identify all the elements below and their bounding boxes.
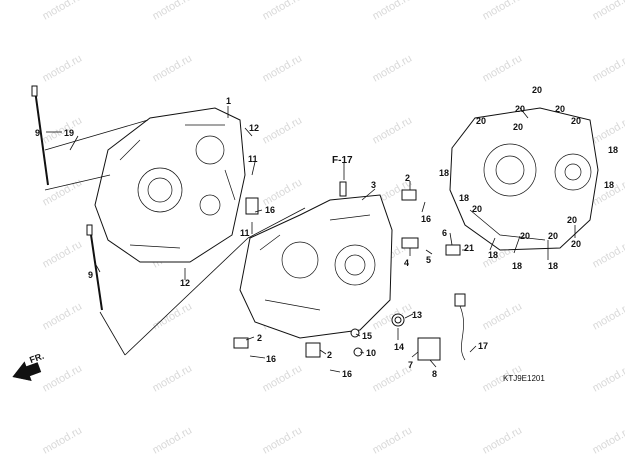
callout-20-b1: 20 (520, 231, 530, 241)
callout-18-b2: 18 (512, 261, 522, 271)
right-crankcase (240, 195, 392, 338)
watermark-text: motod.ru (41, 362, 85, 394)
callout-9-upper: 9 (35, 128, 40, 138)
callout-14: 14 (394, 342, 404, 352)
callout-20-c: 20 (476, 116, 486, 126)
callout-4: 4 (404, 258, 409, 268)
callout-20-b2: 20 (548, 231, 558, 241)
watermark-text: motod.ru (41, 52, 85, 84)
watermark-text: motod.ru (151, 300, 195, 332)
callout-12-lower: 12 (180, 278, 190, 288)
watermark-text: motod.ru (371, 0, 415, 23)
watermark-text: motod.ru (151, 52, 195, 84)
watermark-text: motod.ru (591, 362, 625, 394)
watermark-text: motod.ru (151, 424, 195, 456)
watermark-text: motod.ru (41, 300, 85, 332)
watermark-text: motod.ru (591, 300, 625, 332)
callout-6: 6 (442, 228, 447, 238)
callout-20-top: 20 (532, 85, 542, 95)
callout-18-b1: 18 (488, 250, 498, 260)
callout-10: 10 (366, 348, 376, 358)
watermark-text: motod.ru (261, 362, 305, 394)
callout-20-d: 20 (513, 122, 523, 132)
watermark-text: motod.ru (41, 238, 85, 270)
callout-1: 1 (226, 96, 231, 106)
callout-2-left: 2 (257, 333, 262, 343)
watermark-text: motod.ru (261, 52, 305, 84)
watermark-text: motod.ru (481, 424, 525, 456)
stud-bolt-lower (87, 225, 102, 310)
callout-20-b: 20 (555, 104, 565, 114)
callout-20-b3: 20 (571, 239, 581, 249)
watermark-text: motod.ru (591, 52, 625, 84)
watermark-text: motod.ru (261, 424, 305, 456)
watermark-text: motod.ru (371, 52, 415, 84)
callout-2-top: 2 (405, 173, 410, 183)
watermark-text: motod.ru (151, 0, 195, 23)
callout-7: 7 (408, 360, 413, 370)
callout-18-b3: 18 (548, 261, 558, 271)
callout-11-upper: 11 (248, 154, 258, 164)
callout-17: 17 (478, 341, 488, 351)
watermark-text: motod.ru (371, 114, 415, 146)
watermark-text: motod.ru (591, 0, 625, 23)
watermark-text: motod.ru (261, 176, 305, 208)
reference-label: F-17 (332, 155, 353, 166)
callout-16-left: 16 (265, 205, 275, 215)
callout-16-bottom: 16 (342, 369, 352, 379)
callout-19: 19 (64, 128, 74, 138)
watermark-text: motod.ru (151, 362, 195, 394)
callout-11-lower: 11 (240, 228, 250, 238)
watermark-text: motod.ru (371, 424, 415, 456)
callout-18-r2: 18 (604, 180, 614, 190)
watermark-text: motod.ru (591, 114, 625, 146)
watermark-text: motod.ru (261, 114, 305, 146)
watermark-text: motod.ru (481, 0, 525, 23)
callout-15: 15 (362, 331, 372, 341)
callout-16-bottom-left: 16 (266, 354, 276, 364)
callout-20-l: 20 (472, 204, 482, 214)
callout-8: 8 (432, 369, 437, 379)
callout-5: 5 (426, 255, 431, 265)
watermark-text: motod.ru (41, 114, 85, 146)
callout-18-l2: 18 (459, 193, 469, 203)
front-direction-label: FR. (28, 351, 45, 365)
callout-3: 3 (371, 180, 376, 190)
watermark-text: motod.ru (591, 238, 625, 270)
callout-21: 21 (464, 243, 474, 253)
callout-9-lower: 9 (88, 270, 93, 280)
callout-20-b4: 20 (567, 215, 577, 225)
diagram-code: KTJ9E1201 (503, 374, 545, 383)
watermark-text: motod.ru (261, 0, 305, 23)
callout-13: 13 (412, 310, 422, 320)
watermark-text: motod.ru (41, 424, 85, 456)
callout-18-r1: 18 (608, 145, 618, 155)
callout-2-bottom: 2 (327, 350, 332, 360)
callout-16-mid: 16 (421, 214, 431, 224)
crankcase-gasket (450, 108, 598, 250)
callout-20-a: 20 (515, 104, 525, 114)
watermark-text: motod.ru (481, 300, 525, 332)
watermark-text: motod.ru (591, 424, 625, 456)
callout-18-l1: 18 (439, 168, 449, 178)
watermark-text: motod.ru (481, 52, 525, 84)
callout-12-upper: 12 (249, 123, 259, 133)
callout-20-e: 20 (571, 116, 581, 126)
watermark-text: motod.ru (41, 0, 85, 23)
left-crankcase (95, 108, 245, 262)
